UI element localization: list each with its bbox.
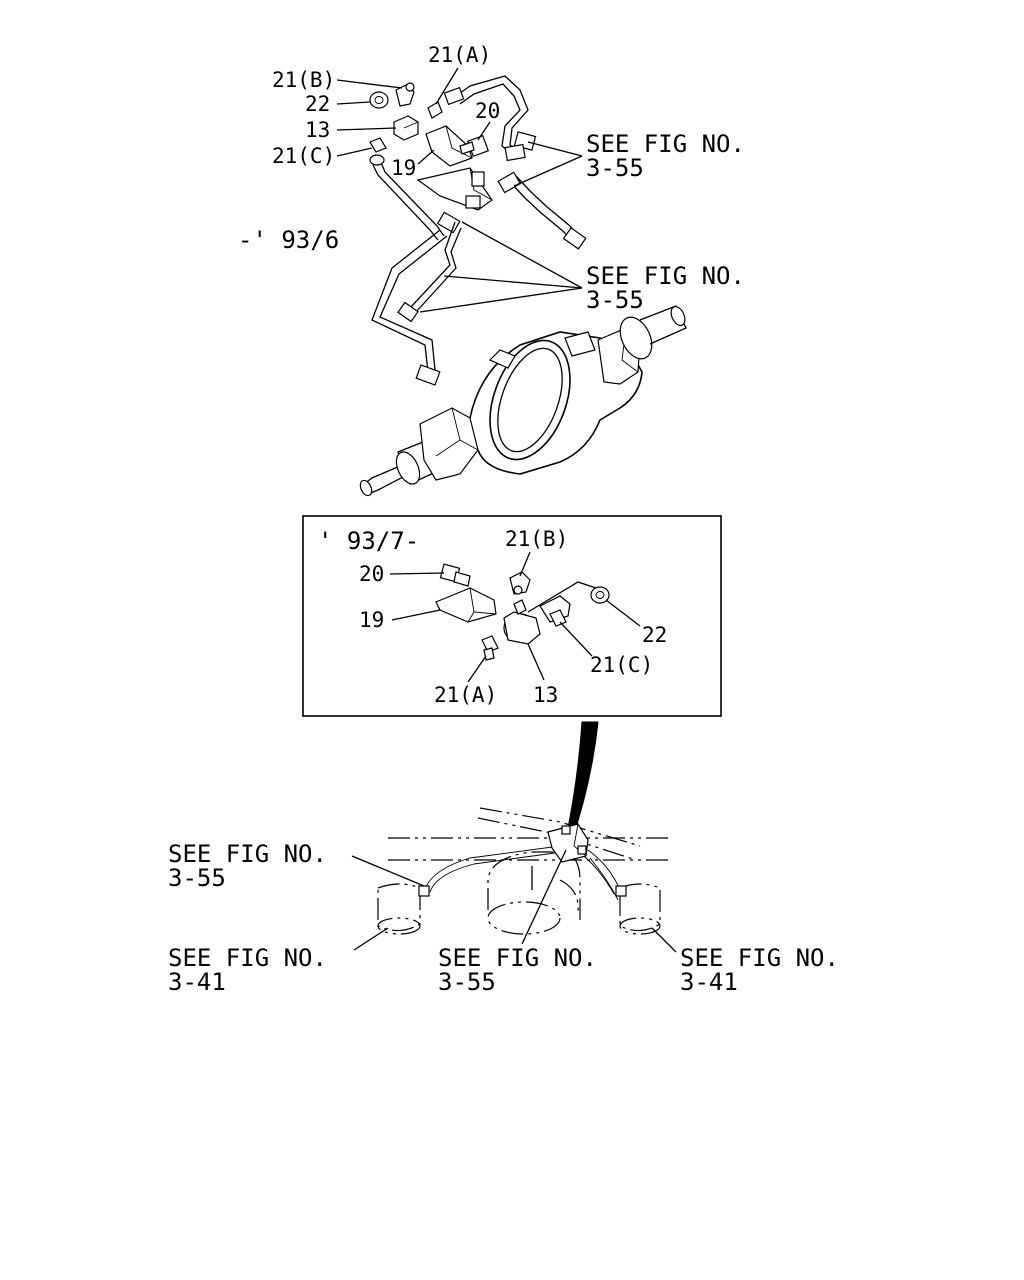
leader-21a-detail	[467, 655, 487, 683]
callout-22-detail: 22	[642, 623, 667, 647]
leader-19-detail	[391, 609, 441, 621]
callout-20-detail: 20	[359, 562, 384, 586]
see-fig-upper-a-line1: SEE FIG NO.	[586, 130, 745, 158]
see-fig-center-line1: SEE FIG NO.	[438, 944, 597, 972]
detail-frame	[302, 515, 722, 717]
callout-21c-detail: 21(C)	[590, 653, 653, 677]
period-label-upper: -' 93/6	[238, 226, 339, 254]
see-fig-left-lower-line1: SEE FIG NO.	[168, 944, 327, 972]
see-fig-upper-b-line1: SEE FIG NO.	[586, 262, 745, 290]
leader-21c-detail	[559, 621, 593, 657]
detail-box: ' 93/7-	[302, 515, 722, 717]
leader-lines-upper	[336, 67, 583, 313]
callout-21c-upper: 21(C)	[272, 144, 335, 168]
bottom-assembly: SEE FIG NO. 3-55 SEE FIG NO. 3-41 SEE FI…	[168, 807, 839, 996]
detail-parts	[435, 563, 610, 661]
callout-13-upper: 13	[305, 118, 330, 142]
valve-cluster-upper	[369, 82, 493, 211]
top-assembly: 21(B) 21(A) 22 13 21(C) 20 19 -' 93/6 SE…	[238, 43, 745, 497]
callout-21b-detail: 21(B)	[505, 527, 568, 551]
detail-pointer-arrow	[565, 721, 599, 841]
callout-13-detail: 13	[533, 683, 558, 707]
see-fig-upper-a-line2: 3-55	[586, 154, 644, 182]
callout-21a-upper: 21(A)	[428, 43, 491, 67]
brake-pipes-upper	[371, 75, 587, 386]
leader-see-fig-center	[521, 849, 567, 945]
callout-21a-detail: 21(A)	[434, 683, 497, 707]
callout-22-upper: 22	[305, 92, 330, 116]
period-label-detail: ' 93/7-	[318, 527, 419, 555]
leader-see-fig-right	[651, 927, 677, 953]
leader-13-detail	[527, 643, 545, 681]
see-fig-left-upper-line1: SEE FIG NO.	[168, 840, 327, 868]
leader-22-detail	[605, 599, 641, 627]
see-fig-upper-b-line2: 3-55	[586, 286, 644, 314]
callout-21b-upper: 21(B)	[272, 68, 335, 92]
callout-20-upper: 20	[475, 99, 500, 123]
see-fig-right-line2: 3-41	[680, 968, 738, 996]
see-fig-right-line1: SEE FIG NO.	[680, 944, 839, 972]
see-fig-left-lower-line2: 3-41	[168, 968, 226, 996]
see-fig-left-upper-line2: 3-55	[168, 864, 226, 892]
see-fig-center-line2: 3-55	[438, 968, 496, 996]
leader-20-detail	[389, 572, 445, 575]
leader-see-fig-left-upper	[351, 855, 425, 887]
callout-19-upper: 19	[391, 156, 416, 180]
leader-21b-detail	[519, 551, 531, 577]
rear-axle-housing	[359, 305, 687, 497]
callout-19-detail: 19	[359, 608, 384, 632]
leader-see-fig-left-lower	[353, 927, 389, 951]
